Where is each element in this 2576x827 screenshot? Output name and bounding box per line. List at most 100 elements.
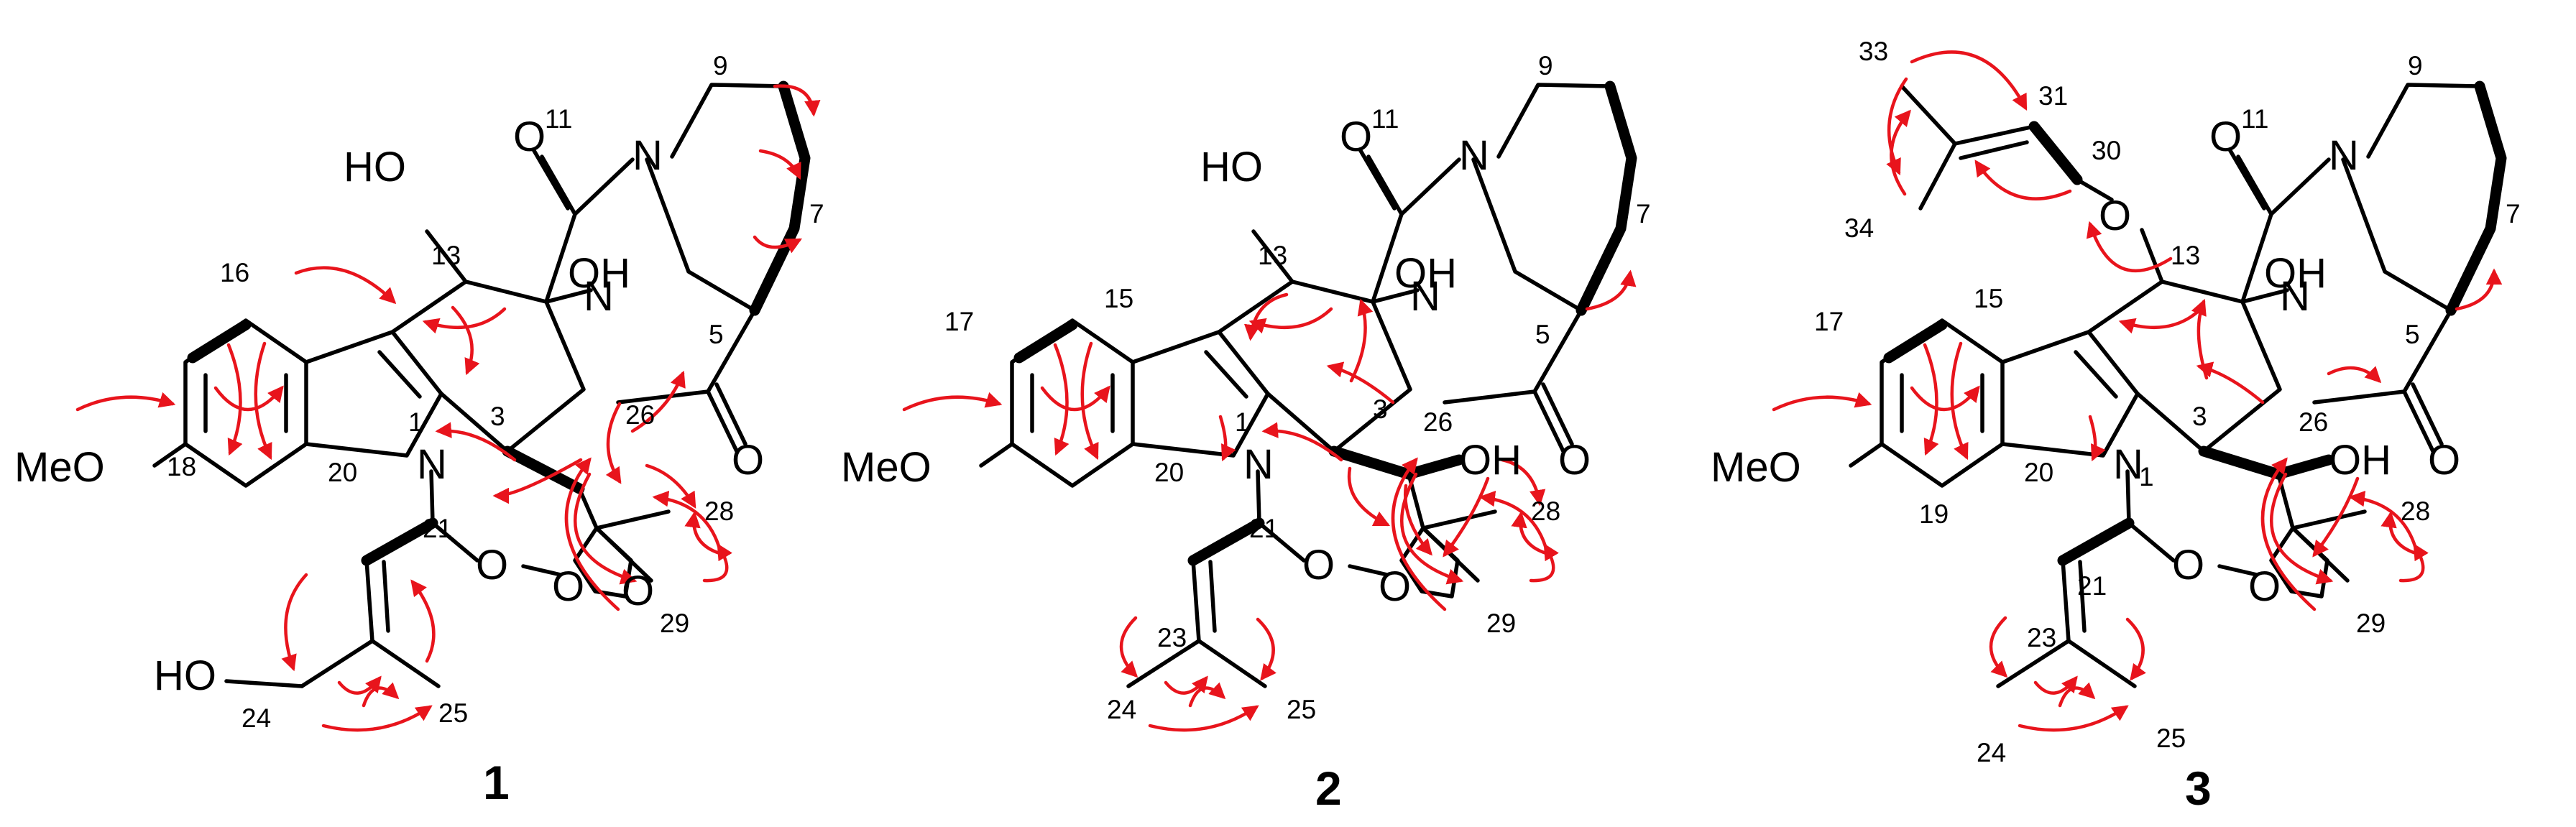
atom-number: 9 bbox=[2408, 51, 2423, 80]
atom-number: 29 bbox=[1486, 609, 1516, 638]
atom-number: 23 bbox=[1157, 623, 1187, 652]
nitrogen-label: N bbox=[584, 273, 614, 320]
bonds bbox=[152, 80, 811, 688]
atom-number: 15 bbox=[1974, 284, 2003, 313]
atom-number: 24 bbox=[242, 703, 271, 733]
atom-number: 7 bbox=[2506, 199, 2521, 228]
atom-number: 28 bbox=[1531, 496, 1560, 526]
hydroxyl-label: OH bbox=[1459, 437, 1522, 484]
hydroxyl-label: OH bbox=[568, 250, 630, 297]
carbonyl-oxygen-label: O bbox=[1340, 114, 1372, 160]
methoxy-label: MeO bbox=[14, 444, 105, 491]
atom-number: 17 bbox=[1814, 307, 1844, 336]
atom-number: 11 bbox=[545, 104, 572, 134]
epoxide-oxygen-label: O bbox=[622, 568, 654, 614]
atom-number: 33 bbox=[1859, 37, 1888, 66]
atom-number: 13 bbox=[1258, 241, 1287, 270]
atom-number: 23 bbox=[2027, 623, 2056, 652]
peroxide-oxygen-label: O bbox=[2172, 542, 2204, 588]
atom-number: 5 bbox=[2405, 320, 2420, 349]
atom-labels: HO OH N N N O O MeO O O OH bbox=[841, 114, 1591, 610]
atom-number: 3 bbox=[490, 402, 505, 431]
atom-number: 31 bbox=[2038, 81, 2068, 111]
nitrogen-label: N bbox=[1410, 273, 1440, 320]
atom-number: 13 bbox=[431, 241, 461, 270]
nitrogen-label: N bbox=[632, 132, 663, 179]
atom-number: 9 bbox=[1538, 51, 1553, 80]
atom-number: 21 bbox=[1249, 514, 1279, 543]
position-numbers: 9 11 7 13 5 16 1 3 26 18 20 21 28 29 24 … bbox=[167, 51, 824, 733]
atom-number: 13 bbox=[2171, 241, 2200, 270]
atom-number: 7 bbox=[809, 199, 824, 228]
atom-number: 28 bbox=[704, 496, 734, 526]
nitrogen-label: N bbox=[417, 441, 447, 488]
atom-number: 25 bbox=[2156, 724, 2186, 753]
hydroxyl-label: HO bbox=[154, 652, 216, 699]
carbonyl-oxygen-label: O bbox=[513, 114, 546, 160]
atom-number: 16 bbox=[220, 258, 249, 287]
peroxide-oxygen-label: O bbox=[1302, 542, 1335, 588]
hydroxyl-label: HO bbox=[344, 144, 406, 190]
atom-number: 26 bbox=[2299, 407, 2328, 437]
atom-number: 20 bbox=[328, 458, 357, 487]
ether-oxygen-label: O bbox=[2099, 193, 2131, 239]
compound-label: 3 bbox=[2185, 762, 2212, 815]
hydroxyl-label: OH bbox=[1394, 250, 1457, 297]
nitrogen-label: N bbox=[1243, 441, 1274, 488]
hmbc-arrows bbox=[75, 84, 821, 732]
nitrogen-label: N bbox=[2280, 273, 2310, 320]
compound-label: 2 bbox=[1315, 762, 1342, 815]
carbonyl-oxygen-label: O bbox=[2428, 437, 2460, 484]
nitrogen-label: N bbox=[2329, 132, 2359, 179]
atom-number: 1 bbox=[408, 407, 423, 437]
atom-number: 7 bbox=[1636, 199, 1651, 228]
atom-number: 34 bbox=[1844, 213, 1874, 243]
atom-number: 1 bbox=[2139, 462, 2154, 491]
atom-number: 24 bbox=[1977, 738, 2006, 767]
hydroxyl-label: OH bbox=[2329, 437, 2391, 484]
atom-number: 26 bbox=[1423, 407, 1453, 437]
atom-number: 19 bbox=[1919, 499, 1949, 529]
bonds bbox=[1849, 80, 2507, 688]
position-numbers: 9 11 7 13 5 15 17 3 26 1 20 21 28 29 23 … bbox=[944, 51, 1651, 724]
peroxide-oxygen-label: O bbox=[476, 542, 508, 588]
carbonyl-oxygen-label: O bbox=[1558, 437, 1591, 484]
position-numbers: 33 31 30 34 9 11 7 13 5 15 17 3 26 1 20 … bbox=[1814, 37, 2521, 767]
atom-number: 29 bbox=[660, 609, 689, 638]
nitrogen-label: N bbox=[2113, 441, 2143, 488]
methoxy-label: MeO bbox=[1711, 444, 1801, 491]
atom-number: 24 bbox=[1107, 695, 1136, 724]
hmbc-arrows bbox=[1772, 50, 2503, 732]
atom-number: 29 bbox=[2356, 609, 2386, 638]
peroxide-oxygen-label: O bbox=[1379, 563, 1411, 610]
atom-number: 28 bbox=[2401, 496, 2430, 526]
atom-number: 15 bbox=[1104, 284, 1133, 313]
methoxy-label: MeO bbox=[841, 444, 932, 491]
atom-number: 26 bbox=[625, 400, 655, 430]
atom-number: 20 bbox=[1154, 458, 1184, 487]
hydroxyl-label: HO bbox=[1200, 144, 1263, 190]
bonds bbox=[979, 80, 1637, 688]
atom-labels: HO OH N N N O O MeO O O O HO bbox=[14, 114, 764, 699]
atom-number: 25 bbox=[1287, 695, 1316, 724]
atom-number: 17 bbox=[944, 307, 974, 336]
compound-3: O OH N N N O O MeO O O OH 33 31 30 34 9 … bbox=[1711, 37, 2521, 815]
compound-label: 1 bbox=[483, 756, 510, 809]
carbonyl-oxygen-label: O bbox=[2209, 114, 2242, 160]
atom-number: 5 bbox=[1535, 320, 1550, 349]
peroxide-oxygen-label: O bbox=[2248, 563, 2281, 610]
atom-number: 9 bbox=[713, 51, 728, 80]
compound-1: HO OH N N N O O MeO O O O HO 9 11 7 13 5… bbox=[14, 51, 824, 809]
atom-number: 1 bbox=[1235, 407, 1250, 437]
compound-2: HO OH N N N O O MeO O O OH 9 11 7 13 5 1… bbox=[841, 51, 1651, 815]
hydroxyl-label: OH bbox=[2264, 250, 2327, 297]
nitrogen-label: N bbox=[1459, 132, 1489, 179]
carbonyl-oxygen-label: O bbox=[732, 437, 764, 484]
hmbc-arrows bbox=[902, 269, 1637, 732]
atom-number: 25 bbox=[438, 698, 468, 728]
atom-number: 20 bbox=[2024, 458, 2053, 487]
atom-number: 18 bbox=[167, 452, 196, 481]
atom-number: 5 bbox=[709, 320, 724, 349]
atom-number: 11 bbox=[1371, 104, 1399, 134]
